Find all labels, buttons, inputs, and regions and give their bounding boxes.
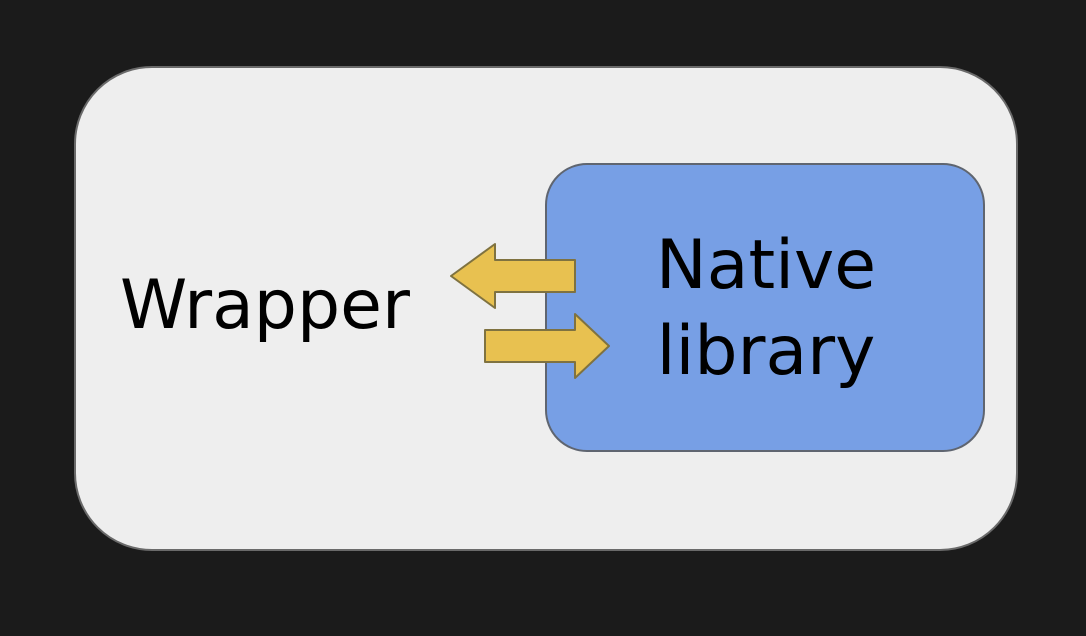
native-library-box [545,163,985,452]
native-library-label-line-1: Native [655,226,877,305]
arrow-right-icon [484,313,610,379]
native-library-label-line-2: library [656,312,876,391]
arrow-left-icon [450,243,576,309]
wrapper-label: Wrapper [120,266,410,345]
